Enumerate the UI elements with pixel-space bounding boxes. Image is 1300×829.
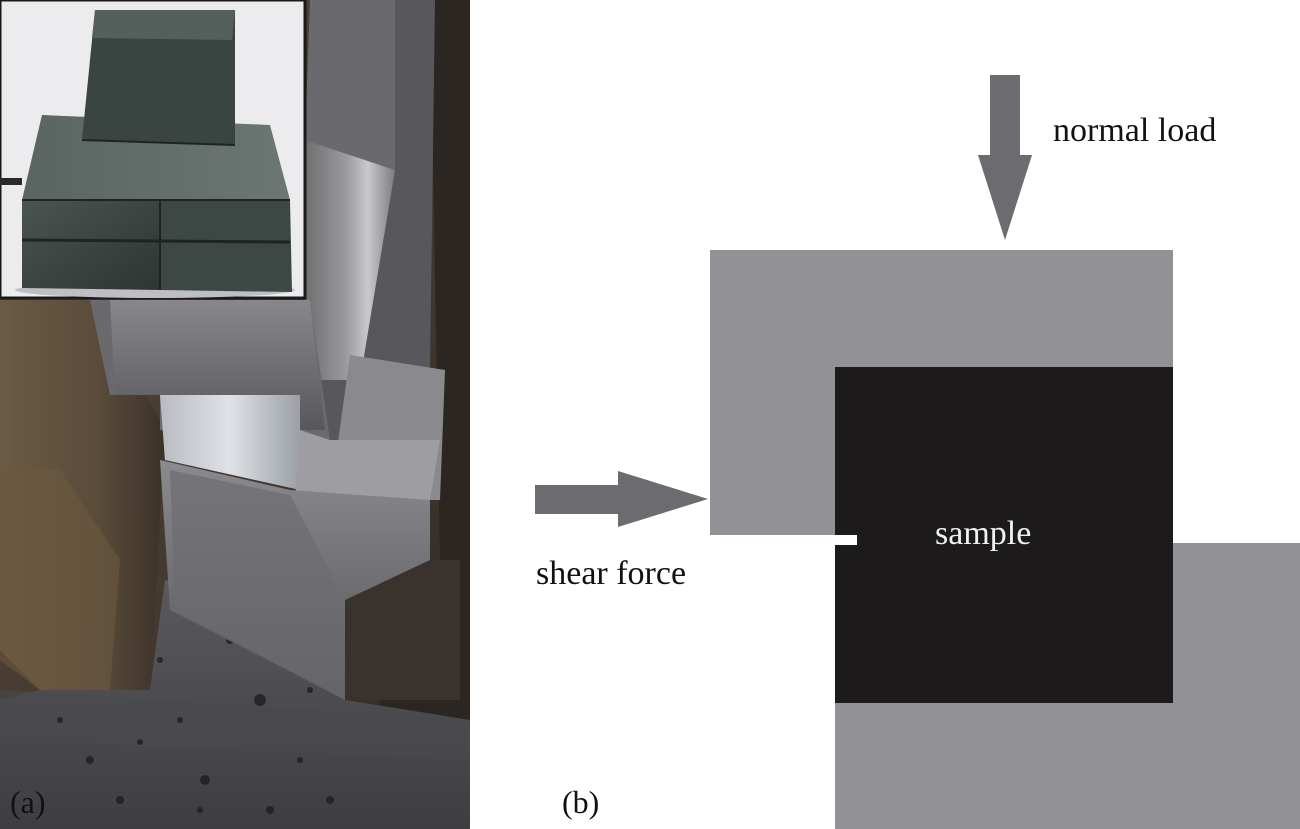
sample-label: sample <box>935 515 1032 552</box>
shear-force-label: shear force <box>536 555 687 592</box>
photo-panel: (a) <box>0 0 470 829</box>
shear-box-schematic <box>535 75 1300 829</box>
panel-a-label: (a) <box>10 784 46 820</box>
specimen-inset <box>0 0 307 300</box>
sample-block <box>835 367 1173 703</box>
normal-load-label: normal load <box>1053 112 1217 149</box>
schematic-panel: normal load shear force sample (b) <box>470 0 1300 829</box>
shear-gap <box>835 535 857 545</box>
panel-b-label: (b) <box>562 784 600 820</box>
normal-load-arrow <box>978 75 1032 240</box>
lower-shear-box <box>835 543 1300 829</box>
apparatus-photo <box>0 0 470 829</box>
shear-force-arrow <box>535 471 708 527</box>
upper-shear-box <box>710 250 1173 535</box>
